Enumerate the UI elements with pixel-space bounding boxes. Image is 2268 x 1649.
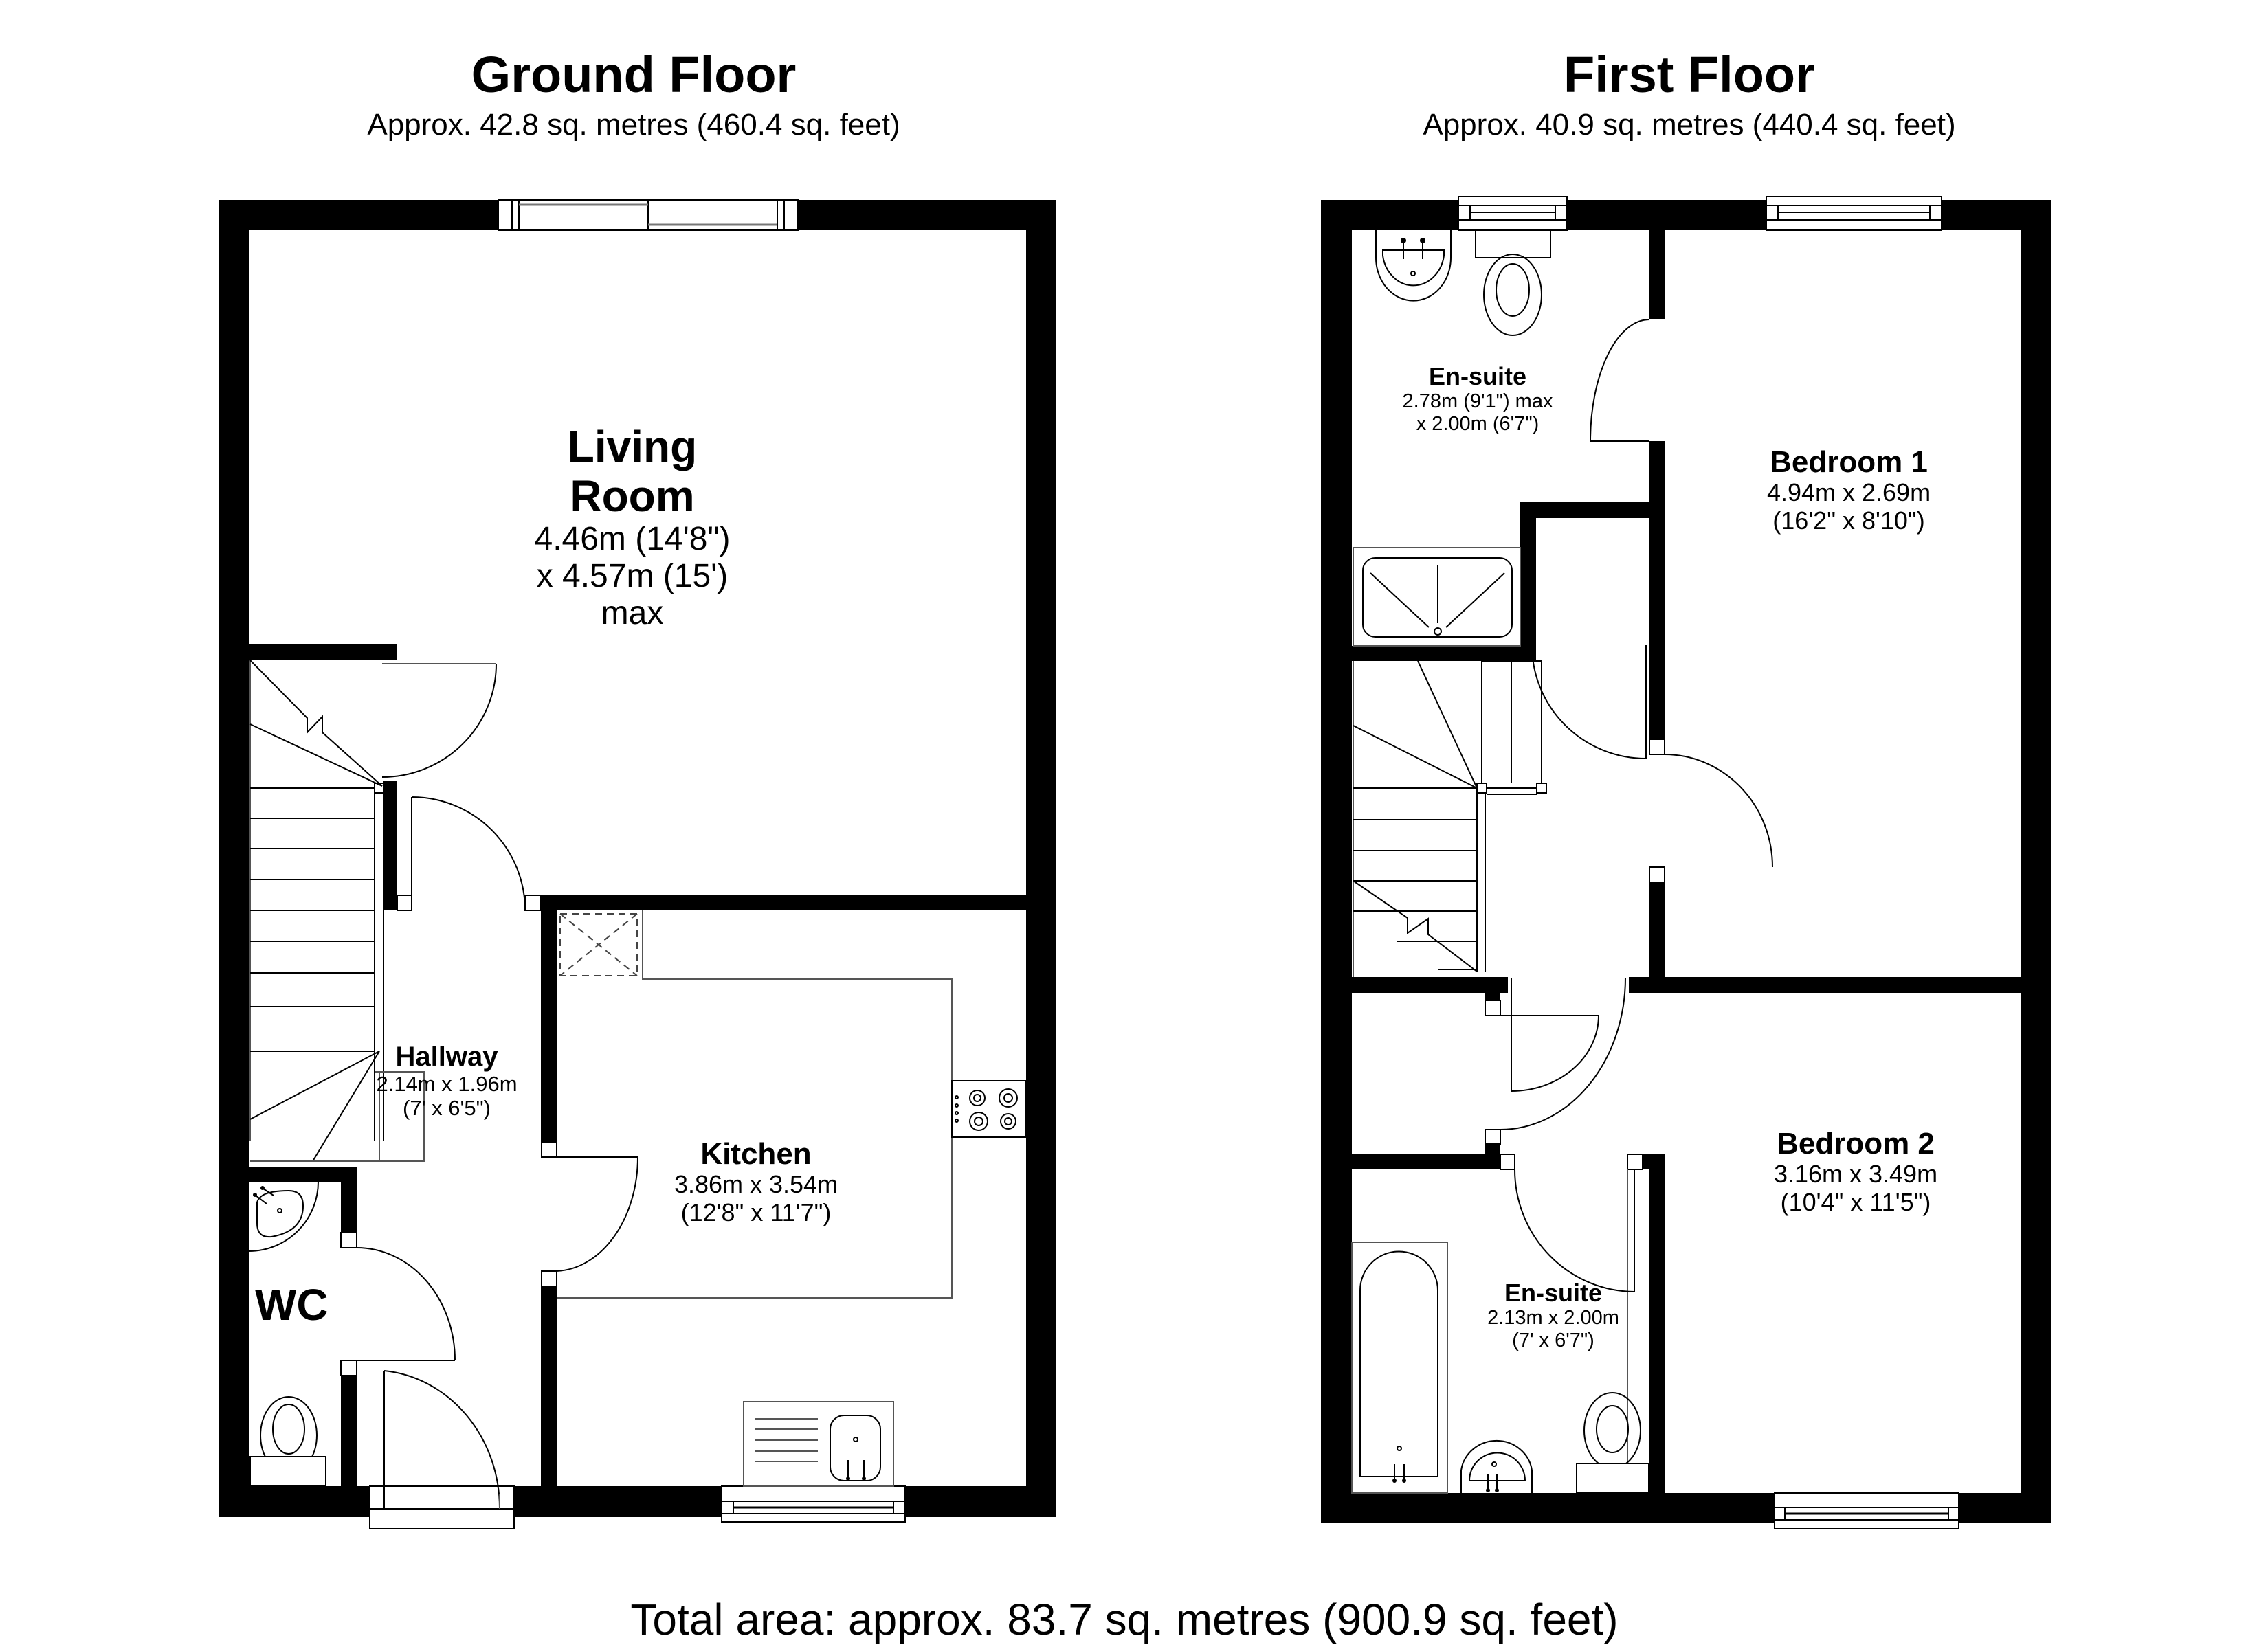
wall bbox=[1321, 1493, 1775, 1523]
room-dimensions: (16'2" x 8'10") bbox=[1772, 506, 1925, 535]
hob-icon bbox=[951, 1080, 1027, 1138]
wall bbox=[1352, 977, 1508, 993]
wall bbox=[541, 1286, 557, 1486]
room-label-wc: WC bbox=[255, 1280, 329, 1330]
toilet-icon bbox=[1576, 1392, 1649, 1494]
room-name: En-suite bbox=[1428, 362, 1526, 390]
room-name: Kitchen bbox=[700, 1137, 812, 1171]
wall bbox=[219, 200, 498, 230]
room-dimensions: 4.46m (14'8") bbox=[534, 521, 731, 558]
room-dimensions: 2.78m (9'1") max bbox=[1402, 390, 1553, 413]
ground-floor-title: Ground Floor bbox=[471, 46, 797, 103]
wall bbox=[1026, 200, 1056, 1517]
wall bbox=[798, 200, 1056, 230]
wall bbox=[1649, 1154, 1665, 1493]
room-label-kitchen: Kitchen 3.86m x 3.54m (12'8" x 11'7") bbox=[646, 1137, 866, 1226]
room-dimensions: 2.14m x 1.96m bbox=[376, 1071, 518, 1096]
wall bbox=[341, 1167, 357, 1233]
wall bbox=[249, 1167, 357, 1182]
room-name: Hallway bbox=[395, 1042, 498, 1072]
room-dimensions: 2.13m x 2.00m bbox=[1487, 1307, 1619, 1330]
room-dimensions: x 4.57m (15') max bbox=[536, 558, 729, 631]
room-dimensions: 4.94m x 2.69m bbox=[1766, 478, 1931, 507]
front-door-icon bbox=[369, 1370, 515, 1529]
wall bbox=[1352, 646, 1536, 661]
toilet-icon bbox=[249, 1396, 326, 1487]
room-dimensions: (12'8" x 11'7") bbox=[680, 1198, 832, 1226]
wall bbox=[341, 1376, 357, 1486]
first-floor-area: Approx. 40.9 sq. metres (440.4 sq. feet) bbox=[1423, 108, 1956, 142]
bath-icon bbox=[1351, 1242, 1448, 1494]
basin-icon bbox=[1375, 230, 1452, 302]
wall bbox=[1321, 200, 1352, 1523]
room-name: Bedroom 2 bbox=[1777, 1127, 1935, 1160]
wall bbox=[1567, 200, 1766, 230]
wall bbox=[1520, 502, 1665, 518]
wall bbox=[219, 200, 249, 1517]
room-dimensions: 3.86m x 3.54m bbox=[674, 1170, 838, 1199]
room-label-living-room: Living Room 4.46m (14'8") x 4.57m (15') … bbox=[502, 422, 763, 632]
room-label-ensuite-2: En-suite 2.13m x 2.00m (7' x 6'7") bbox=[1457, 1279, 1649, 1351]
room-name: Living bbox=[567, 422, 698, 471]
room-label-hallway: Hallway 2.14m x 1.96m (7' x 6'5") bbox=[354, 1042, 540, 1120]
window-icon bbox=[721, 1485, 906, 1523]
first-floor-title: First Floor bbox=[1564, 46, 1815, 103]
wall bbox=[1485, 993, 1500, 1000]
wall bbox=[1649, 882, 1665, 993]
room-label-ensuite-1: En-suite 2.78m (9'1") max x 2.00m (6'7") bbox=[1368, 362, 1588, 435]
wall bbox=[514, 1486, 722, 1517]
wall bbox=[1520, 502, 1536, 661]
room-label-bedroom-1: Bedroom 1 4.94m x 2.69m (16'2" x 8'10") bbox=[1732, 445, 1966, 535]
wall bbox=[541, 895, 1026, 910]
room-name: En-suite bbox=[1504, 1279, 1602, 1307]
window-icon bbox=[498, 199, 799, 231]
first-floor-plan bbox=[1321, 196, 2051, 1529]
room-dimensions: (10'4" x 11'5") bbox=[1780, 1187, 1931, 1216]
total-area: Total area: approx. 83.7 sq. metres (900… bbox=[630, 1595, 1619, 1644]
wall bbox=[1352, 1154, 1500, 1169]
shower-icon bbox=[1353, 547, 1521, 647]
toilet-icon bbox=[1475, 229, 1551, 336]
basin-icon bbox=[1460, 1439, 1533, 1493]
ground-floor-area: Approx. 42.8 sq. metres (460.4 sq. feet) bbox=[367, 108, 900, 142]
room-dimensions: (7' x 6'7") bbox=[1512, 1329, 1594, 1351]
wall bbox=[219, 1486, 370, 1517]
room-name: Bedroom 1 bbox=[1770, 445, 1928, 479]
wall bbox=[541, 895, 557, 1143]
room-dimensions: (7' x 6'5") bbox=[403, 1095, 491, 1120]
wall bbox=[2021, 200, 2051, 1523]
wall bbox=[1649, 230, 1665, 319]
wall bbox=[1485, 1144, 1500, 1154]
room-dimensions: x 2.00m (6'7") bbox=[1416, 412, 1539, 435]
wall bbox=[1959, 1493, 2051, 1523]
wall bbox=[1649, 441, 1665, 739]
cupboard-icon bbox=[559, 913, 638, 976]
room-dimensions: 3.16m x 3.49m bbox=[1773, 1160, 1938, 1189]
window-icon bbox=[1774, 1492, 1959, 1529]
room-name: Room bbox=[570, 471, 695, 521]
ground-floor-plan bbox=[219, 199, 1056, 1529]
basin-icon bbox=[248, 1181, 319, 1252]
staircase-icon bbox=[1353, 660, 1547, 977]
wall bbox=[905, 1486, 1056, 1517]
window-icon bbox=[1458, 196, 1568, 231]
wall bbox=[383, 781, 397, 910]
room-label-bedroom-2: Bedroom 2 3.16m x 3.49m (10'4" x 11'5") bbox=[1739, 1127, 1972, 1216]
wall bbox=[249, 644, 397, 660]
staircase-icon bbox=[249, 660, 425, 1162]
wall bbox=[1629, 977, 2051, 993]
sink-icon bbox=[743, 1401, 894, 1487]
window-icon bbox=[1766, 196, 1942, 231]
